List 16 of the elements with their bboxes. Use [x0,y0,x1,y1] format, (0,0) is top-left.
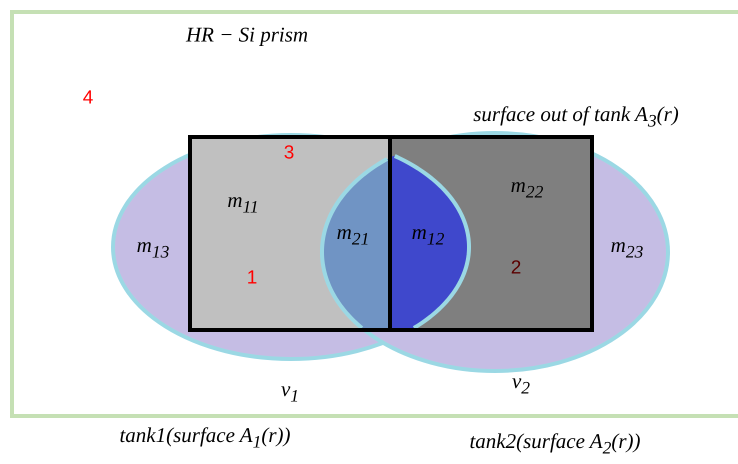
region-number: 4 [82,88,94,108]
region-label: m$_{23}$ [610,235,644,261]
tank-caption: tank1(surface A$_{1}$(r)) [119,425,291,451]
region-number: 2 [510,258,522,278]
region-label: m$_{12}$ [412,222,444,248]
region-number: 1 [246,268,258,288]
tank-caption: tank2(surface A$_{2}$(r)) [469,431,641,457]
region-number: 3 [284,144,294,162]
region-label: m$_{22}$ [510,175,544,201]
prism-title: HR − Si prism [186,24,308,46]
region-label: m$_{11}$ [227,190,259,216]
region-label: m$_{21}$ [336,222,370,248]
surface-label: surface out of tank A$_{3}$(r) [473,104,679,130]
volume-label: ν$_{1}$ [280,379,300,405]
region-label: m$_{13}$ [136,235,170,261]
volume-label: ν$_{2}$ [512,371,530,397]
